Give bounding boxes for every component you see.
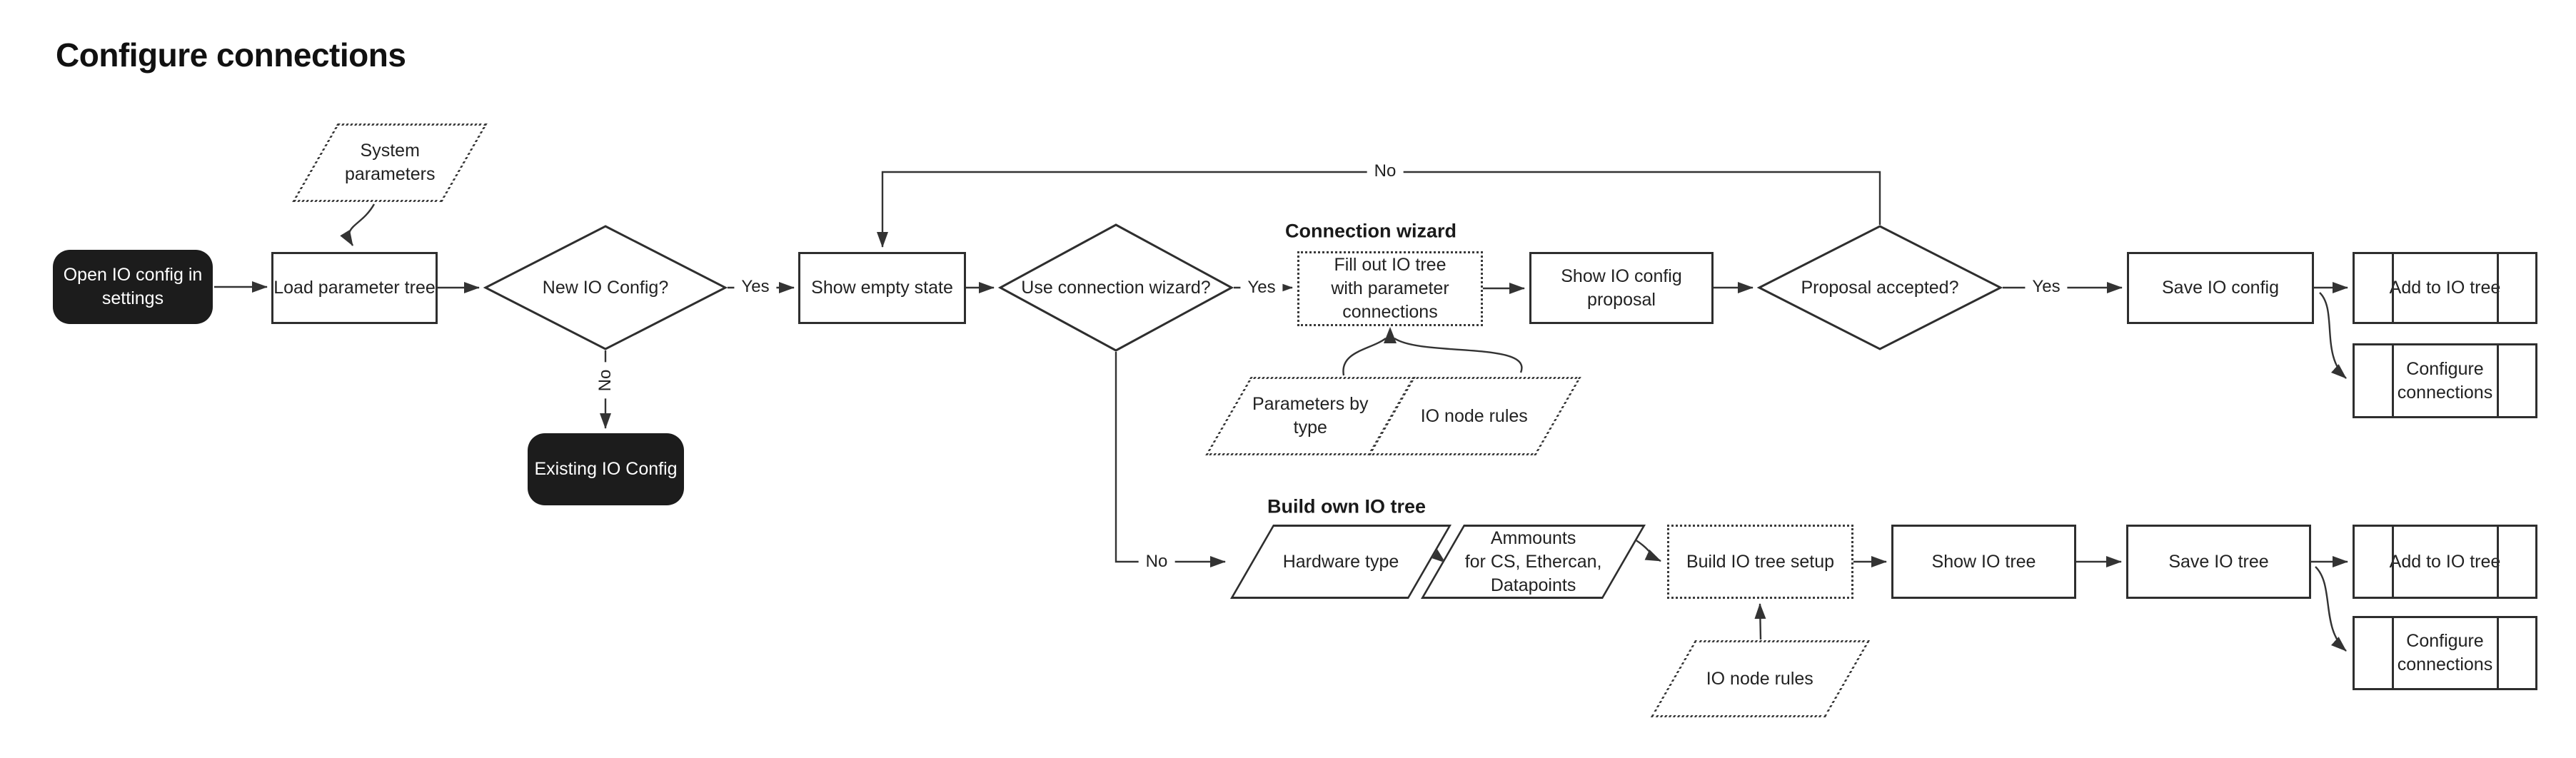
predefined-bar — [2497, 525, 2499, 599]
node-existing-io-config[interactable]: Existing IO Config — [528, 433, 684, 505]
node-label: Build IO tree setup — [1686, 551, 1835, 572]
edge-noderules-brace — [1394, 338, 1523, 373]
node-save-io-config[interactable]: Save IO config — [2127, 252, 2314, 324]
edge-noderules-to-setup — [1754, 603, 1766, 640]
node-label: Show empty state — [811, 278, 953, 298]
node-show-io-config-proposal[interactable]: Show IO config proposal — [1529, 252, 1714, 324]
node-add-to-io-tree-top[interactable]: Add to IO tree — [2353, 252, 2537, 324]
node-build-io-tree-setup[interactable]: Build IO tree setup — [1667, 525, 1853, 599]
predefined-bar — [2392, 616, 2394, 690]
section-label-connection-wizard: Connection wizard — [1284, 220, 1457, 242]
node-label: Add to IO tree — [2389, 278, 2501, 298]
edge-sysparams-to-load — [340, 203, 376, 246]
predefined-bar — [2392, 343, 2394, 418]
node-label: Parameters by type — [1252, 394, 1369, 438]
node-label: Load parameter tree — [273, 278, 436, 298]
edge-paramtype-brace — [1342, 338, 1387, 376]
node-fill-out-io-tree[interactable]: Fill out IO tree with parameter connecti… — [1297, 251, 1483, 326]
node-label: Use connection wizard? — [1021, 277, 1211, 298]
node-label: Show IO config proposal — [1561, 266, 1682, 310]
edge-amounts-to-setup — [1634, 538, 1661, 562]
predefined-bar — [2497, 252, 2499, 324]
node-show-empty-state[interactable]: Show empty state — [798, 252, 966, 324]
edge-wizard-no — [1115, 352, 1226, 567]
node-label: Fill out IO tree with parameter connecti… — [1331, 255, 1449, 322]
predefined-bar — [2392, 525, 2394, 599]
edge-label-yes: Yes — [1240, 278, 1283, 298]
node-label: Open IO config in settings — [63, 265, 203, 308]
node-proposal-accepted-decision[interactable]: Proposal accepted? — [1756, 225, 2003, 350]
node-label: Hardware type — [1282, 551, 1399, 572]
edge-brace-arrowhead — [1384, 327, 1397, 343]
predefined-bar — [2392, 252, 2394, 324]
edge-label-yes: Yes — [734, 277, 777, 297]
node-label: Configure connections — [2397, 358, 2493, 403]
node-load-parameter-tree[interactable]: Load parameter tree — [271, 252, 438, 324]
diamond-shape — [997, 223, 1234, 352]
node-label: Show IO tree — [1931, 551, 2036, 572]
node-open-io-config-in-settings[interactable]: Open IO config in settings — [53, 250, 213, 324]
predefined-bar — [2497, 616, 2499, 690]
edge-savetree-to-configure — [2315, 566, 2347, 652]
diamond-shape — [483, 225, 728, 350]
node-label: System parameters — [344, 141, 436, 184]
diamond-shape — [1756, 225, 2003, 350]
edge-label-no: No — [1367, 161, 1404, 181]
node-label: IO node rules — [1706, 668, 1814, 689]
node-label: Proposal accepted? — [1801, 277, 1959, 298]
node-new-io-config-decision[interactable]: New IO Config? — [483, 225, 728, 350]
edge-label-no: No — [1138, 552, 1175, 572]
node-label: Save IO tree — [2168, 551, 2269, 572]
section-label-build-own-io-tree: Build own IO tree — [1267, 495, 1427, 517]
node-label: Existing IO Config — [534, 459, 678, 479]
predefined-bar — [2497, 343, 2499, 418]
node-label: New IO Config? — [542, 277, 669, 298]
node-add-to-io-tree-bottom[interactable]: Add to IO tree — [2353, 525, 2537, 599]
node-label: Add to IO tree — [2389, 551, 2501, 572]
node-label: Configure connections — [2397, 631, 2493, 674]
node-save-io-tree[interactable]: Save IO tree — [2126, 525, 2311, 599]
node-label: Ammounts for CS, Ethercan, Datapoints — [1464, 527, 1602, 595]
edge-label-no: No — [595, 362, 615, 399]
node-use-connection-wizard-decision[interactable]: Use connection wizard? — [997, 223, 1234, 352]
page-title: Configure connections — [56, 36, 406, 74]
node-configure-connections-bottom[interactable]: Configure connections — [2353, 616, 2537, 690]
edge-save-to-configure — [2319, 292, 2347, 379]
node-label: IO node rules — [1421, 405, 1529, 426]
node-label: Save IO config — [2162, 278, 2279, 298]
edge-label-yes: Yes — [2025, 277, 2068, 297]
node-show-io-tree[interactable]: Show IO tree — [1891, 525, 2076, 599]
node-configure-connections-top[interactable]: Configure connections — [2353, 343, 2537, 418]
